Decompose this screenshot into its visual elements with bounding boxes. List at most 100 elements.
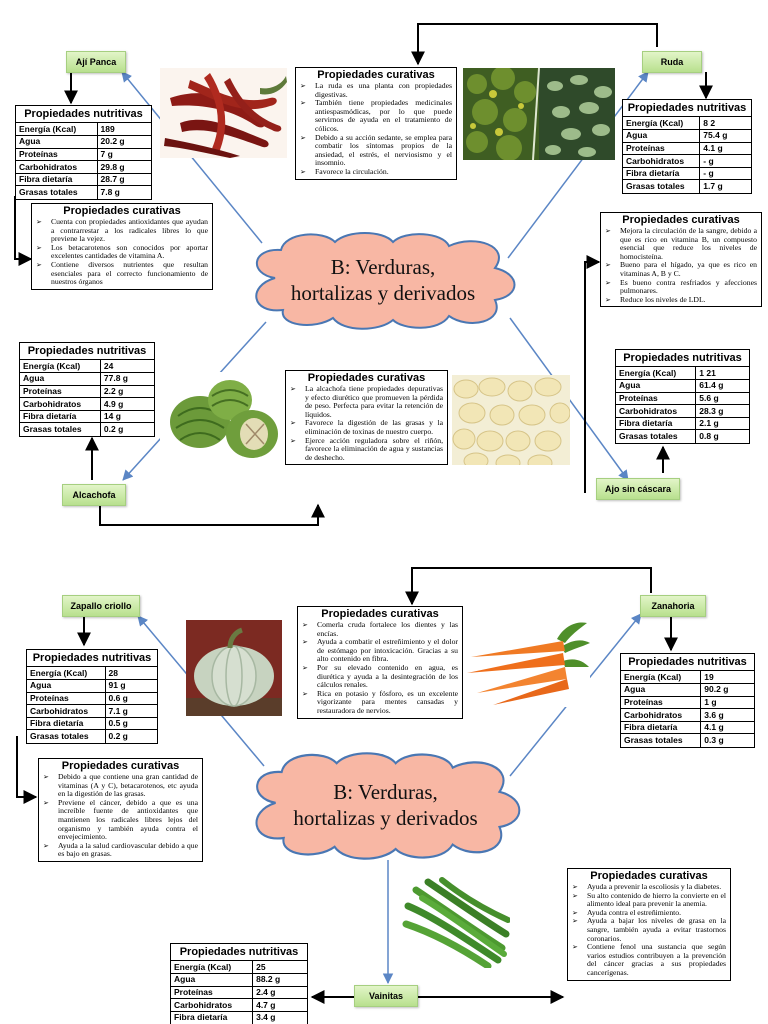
tag-label: Ajo sin cáscara	[604, 484, 672, 494]
nutrient-name: Carbohidratos	[16, 160, 98, 174]
curative-title: Propiedades curativas	[317, 69, 435, 81]
nutrition-title: Propiedades nutritivas	[623, 100, 751, 117]
nutrient-value: 0.3 g	[700, 733, 754, 747]
curative-box-zapallo: Propiedades curativas Debido a que conti…	[38, 758, 203, 862]
nutrition-table-aji: Propiedades nutritivas Energía (Kcal)189…	[15, 105, 152, 200]
nutrient-name: Carbohidratos	[616, 404, 697, 418]
curative-list: Mejora la circulación de la sangre, debi…	[605, 226, 757, 304]
tag-ajo-sin-cascara[interactable]: Ajo sin cáscara	[596, 478, 680, 500]
tag-vainitas[interactable]: Vainitas	[354, 985, 418, 1007]
cloud-title-bottom: B: Verduras, hortalizas y derivados	[243, 750, 528, 860]
nutrient-name: Grasas totales	[616, 429, 697, 443]
nutrient-value: 2.2 g	[99, 384, 154, 399]
nutrition-row: Energía (Kcal)8 2	[623, 117, 751, 131]
nutrient-name: Agua	[20, 372, 101, 386]
curative-title: Propiedades curativas	[622, 214, 740, 226]
tag-label: Zanahoria	[651, 601, 695, 611]
nutrient-value: 4.9 g	[99, 397, 154, 411]
tag-zanahoria[interactable]: Zanahoria	[640, 595, 706, 617]
nutrition-table-ajo: Propiedades nutritivas Energía (Kcal)1 2…	[615, 349, 750, 444]
nutrition-title: Propiedades nutritivas	[20, 343, 154, 360]
nutrient-value: 4.1 g	[699, 141, 751, 156]
nutrient-value: 1 g	[700, 695, 754, 710]
tag-aji-panca[interactable]: Ají Panca	[66, 51, 126, 73]
curative-list: La alcachofa tiene propiedades depurativ…	[290, 384, 443, 462]
curative-item: Los betacarotenos son conocidos por apor…	[36, 243, 208, 261]
curative-item: Ayuda a prevenir la escoliosis y la diab…	[572, 882, 726, 892]
nutrient-value: 3.6 g	[700, 708, 754, 722]
tag-label: Zapallo criollo	[70, 601, 132, 611]
nutrient-value: 88.2 g	[252, 973, 307, 987]
nutrient-name: Fibra dietaría	[27, 716, 106, 731]
arrow-zapallo-curative	[16, 736, 38, 804]
dried-pepper-icon	[160, 68, 287, 158]
nutrient-name: Energía (Kcal)	[621, 671, 702, 685]
alcachofa-image	[160, 372, 282, 464]
nutrient-value: 61.4 g	[695, 379, 749, 393]
nutrient-name: Carbohidratos	[621, 708, 702, 722]
curative-item: La alcachofa tiene propiedades depurativ…	[290, 384, 443, 419]
curative-box-ruda: Propiedades curativas La ruda es una pla…	[295, 67, 457, 180]
curative-title: Propiedades curativas	[590, 870, 708, 882]
nutrient-value: 3.4 g	[252, 1010, 307, 1024]
curative-item: Ayuda a la salud cardiovascular debido a…	[43, 841, 198, 859]
carrot-icon	[465, 617, 590, 707]
nutrition-row: Energía (Kcal)24	[20, 360, 154, 374]
nutrient-name: Fibra dietaría	[171, 1010, 254, 1024]
nutrition-row: Energía (Kcal)25	[171, 961, 307, 975]
curative-box-ajo: Propiedades curativas Mejora la circulac…	[600, 212, 762, 308]
nutrient-value: 77.8 g	[99, 372, 154, 386]
nutrient-name: Energía (Kcal)	[16, 123, 98, 137]
curative-list: Comerla cruda fortalece los dientes y la…	[302, 620, 458, 716]
tag-alcachofa[interactable]: Alcachofa	[62, 484, 126, 506]
nutrient-name: Grasas totales	[20, 422, 101, 436]
tag-ruda[interactable]: Ruda	[642, 51, 702, 73]
nutrient-name: Energía (Kcal)	[616, 367, 697, 381]
ajo-image	[452, 375, 570, 465]
curative-item: Su alto contenido de hierro la convierte…	[572, 891, 726, 909]
tag-zapallo-criollo[interactable]: Zapallo criollo	[62, 595, 140, 617]
artichoke-icon	[160, 372, 282, 464]
tag-label: Alcachofa	[72, 490, 116, 500]
cloud-shape	[255, 232, 516, 330]
nutrient-name: Proteínas	[20, 384, 101, 399]
rue-plant-icon	[463, 68, 615, 160]
nutrition-title: Propiedades nutritivas	[621, 654, 754, 671]
nutrient-name: Proteínas	[171, 985, 254, 1000]
curative-item: Contiene diversos nutrientes que resulta…	[36, 260, 208, 287]
nutrient-value: 28.3 g	[695, 404, 749, 418]
curative-box-vainitas: Propiedades curativas Ayuda a prevenir l…	[567, 868, 731, 981]
nutrient-name: Fibra dietaría	[616, 416, 697, 431]
nutrient-name: Fibra dietaría	[621, 720, 702, 735]
curative-box-alcachofa: Propiedades curativas La alcachofa tiene…	[285, 370, 448, 466]
nutrient-name: Grasas totales	[623, 179, 701, 193]
curative-item: Previene el cáncer, debido a que es una …	[43, 798, 198, 842]
green-bean-icon	[402, 876, 510, 968]
nutrient-value: 2.4 g	[252, 985, 307, 1000]
curative-item: Favorece la circulación.	[300, 167, 452, 177]
nutrient-name: Energía (Kcal)	[20, 360, 101, 374]
nutrient-name: Agua	[616, 379, 697, 393]
nutrient-value: 19	[700, 671, 754, 685]
curative-title: Propiedades curativas	[61, 760, 180, 772]
nutrient-name: Carbohidratos	[27, 704, 106, 718]
nutrient-name: Proteínas	[27, 691, 106, 706]
tag-label: Ruda	[660, 57, 684, 67]
